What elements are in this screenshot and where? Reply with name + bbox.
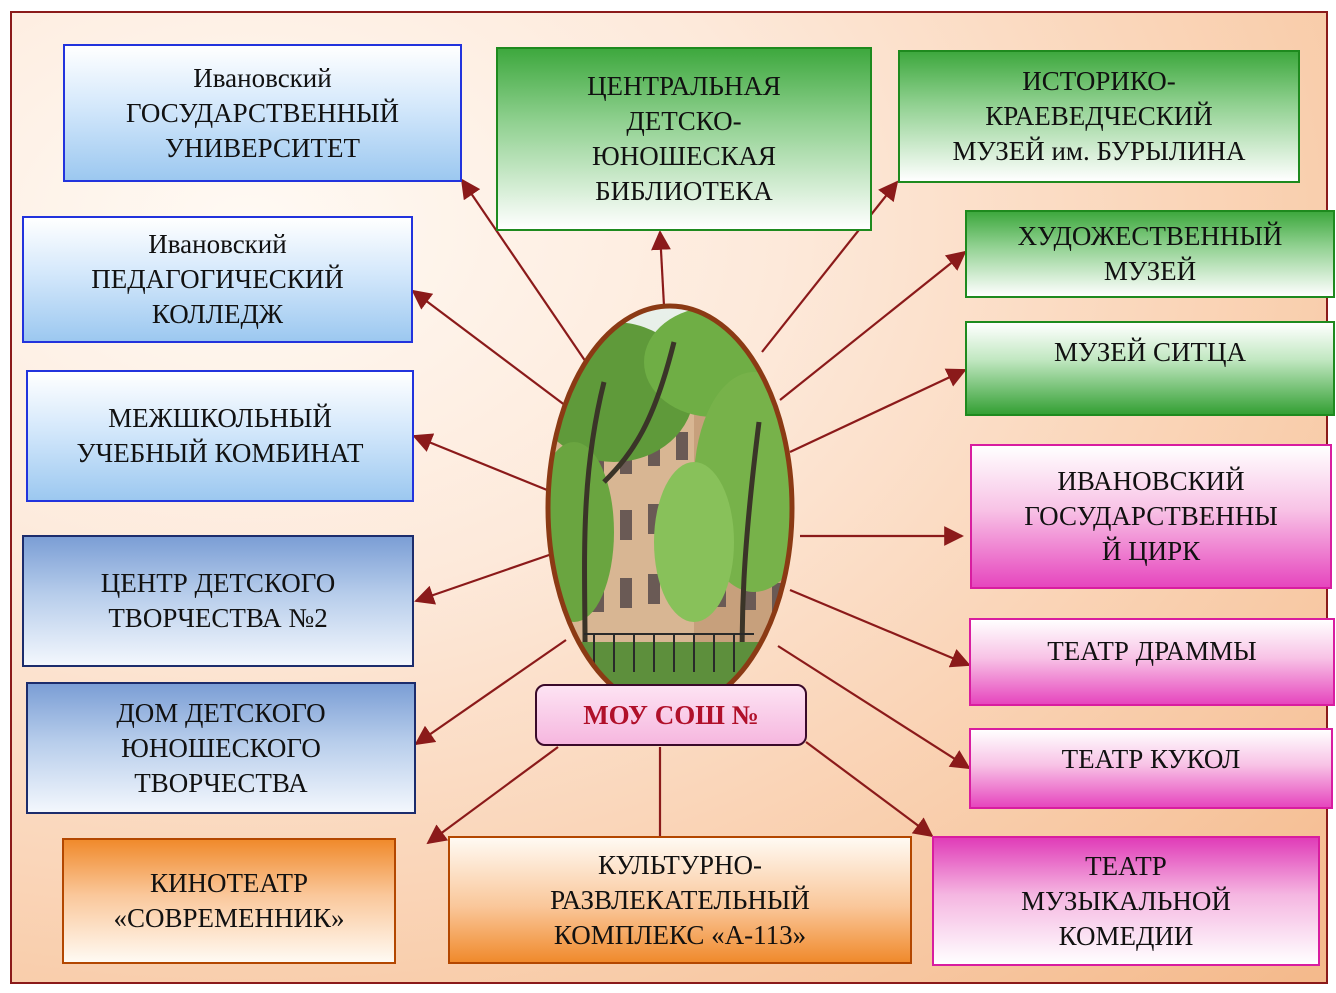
- node-drama: ТЕАТР ДРАММЫ: [969, 618, 1335, 706]
- node-a113-label: КУЛЬТУРНО- РАЗВЛЕКАТЕЛЬНЫЙ КОМПЛЕКС «А-1…: [550, 849, 810, 950]
- node-interschool-label: МЕЖШКОЛЬНЫЙ УЧЕБНЫЙ КОМБИНАТ: [76, 403, 364, 468]
- arrow-art-museum: [779, 250, 967, 401]
- arrow-musical: [805, 741, 934, 838]
- school-photo: [545, 303, 795, 713]
- node-chintz-museum: МУЗЕЙ СИТЦА: [965, 321, 1335, 416]
- node-library-label: ЦЕНТРАЛЬНАЯ ДЕТСКО- ЮНОШЕСКАЯ БИБЛИОТЕКА: [587, 71, 781, 206]
- node-musical: ТЕАТР МУЗЫКАЛЬНОЙ КОМЕДИИ: [932, 836, 1320, 966]
- node-cinema: КИНОТЕАТР «СОВРЕМЕННИК»: [62, 838, 396, 964]
- arrow-library: [651, 230, 671, 307]
- node-library: ЦЕНТРАЛЬНАЯ ДЕТСКО- ЮНОШЕСКАЯ БИБЛИОТЕКА: [496, 47, 872, 231]
- node-ivgu: Ивановский ГОСУДАРСТВЕННЫЙ УНИВЕРСИТЕТ: [63, 44, 462, 182]
- node-circus-label: ИВАНОВСКИЙ ГОСУДАРСТВЕННЫ Й ЦИРК: [1024, 466, 1278, 566]
- node-a113: КУЛЬТУРНО- РАЗВЛЕКАТЕЛЬНЫЙ КОМПЛЕКС «А-1…: [448, 836, 912, 964]
- node-interschool: МЕЖШКОЛЬНЫЙ УЧЕБНЫЙ КОМБИНАТ: [26, 370, 414, 502]
- arrow-ddyut: [414, 639, 567, 746]
- node-burylin-label: ИСТОРИКО- КРАЕВЕДЧЕСКИЙ МУЗЕЙ им. БУРЫЛИ…: [952, 66, 1246, 166]
- node-ivgu-label: Ивановский ГОСУДАРСТВЕННЫЙ УНИВЕРСИТЕТ: [125, 62, 400, 163]
- arrow-ped-college: [411, 289, 583, 419]
- node-puppet-label: ТЕАТР КУКОЛ: [1061, 744, 1241, 774]
- node-puppet: ТЕАТР КУКОЛ: [969, 728, 1333, 809]
- node-musical-label: ТЕАТР МУЗЫКАЛЬНОЙ КОМЕДИИ: [1021, 850, 1231, 951]
- arrow-ivgu: [460, 178, 591, 369]
- node-cinema-label: КИНОТЕАТР «СОВРЕМЕННИК»: [113, 868, 345, 933]
- arrow-cinema: [426, 746, 559, 845]
- node-drama-label: ТЕАТР ДРАММЫ: [1047, 636, 1257, 666]
- node-ddyut-label: ДОМ ДЕТСКОГО ЮНОШЕСКОГО ТВОРЧЕСТВА: [116, 697, 326, 798]
- node-ddyut: ДОМ ДЕТСКОГО ЮНОШЕСКОГО ТВОРЧЕСТВА: [26, 682, 416, 814]
- arrow-drama: [789, 588, 971, 668]
- node-cdt2-label: ЦЕНТР ДЕТСКОГО ТВОРЧЕСТВА №2: [100, 568, 336, 633]
- arrow-puppet: [777, 645, 971, 770]
- arrow-burylin: [761, 180, 899, 353]
- node-art-museum: ХУДОЖЕСТВЕННЫЙ МУЗЕЙ: [965, 210, 1335, 298]
- node-cdt2: ЦЕНТР ДЕТСКОГО ТВОРЧЕСТВА №2: [22, 535, 414, 667]
- arrow-interschool: [412, 433, 553, 494]
- center-school-label: МОУ СОШ №: [535, 684, 807, 746]
- node-ped-college-label: Ивановский ПЕДАГОГИЧЕСКИЙ КОЛЛЕДЖ: [91, 229, 344, 329]
- arrow-cdt2: [414, 552, 553, 605]
- node-ped-college: Ивановский ПЕДАГОГИЧЕСКИЙ КОЛЛЕДЖ: [22, 216, 413, 343]
- arrow-chintz-museum: [789, 368, 967, 453]
- node-art-museum-label: ХУДОЖЕСТВЕННЫЙ МУЗЕЙ: [1017, 221, 1283, 286]
- center-school-label-text: МОУ СОШ №: [583, 699, 759, 730]
- node-burylin: ИСТОРИКО- КРАЕВЕДЧЕСКИЙ МУЗЕЙ им. БУРЫЛИ…: [898, 50, 1300, 183]
- node-chintz-museum-label: МУЗЕЙ СИТЦА: [1053, 337, 1247, 367]
- node-circus: ИВАНОВСКИЙ ГОСУДАРСТВЕННЫ Й ЦИРК: [970, 444, 1332, 589]
